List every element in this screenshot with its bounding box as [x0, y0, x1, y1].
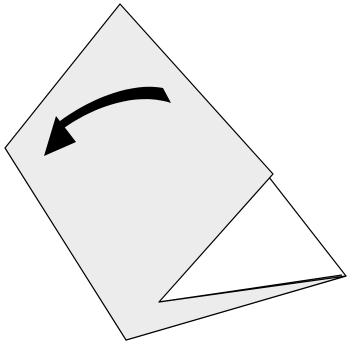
paper-fold-diagram [0, 0, 351, 344]
